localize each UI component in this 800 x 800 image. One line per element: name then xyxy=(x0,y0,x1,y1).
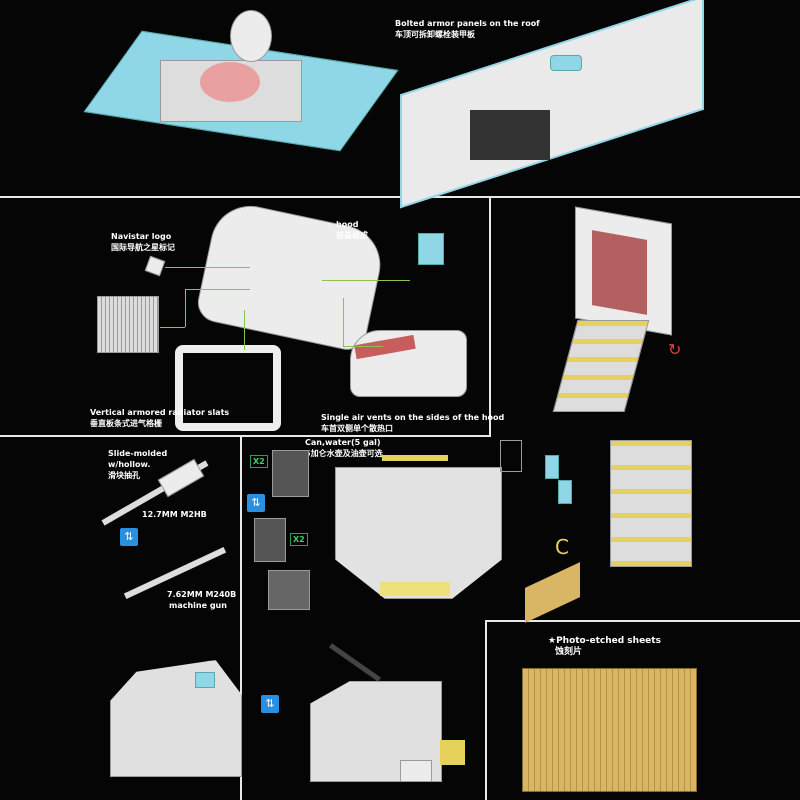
navistar-label-cn: 国际导航之星标记 xyxy=(111,243,175,252)
divider xyxy=(485,620,487,800)
roof-opening xyxy=(470,110,550,160)
fuel-cans xyxy=(254,518,286,562)
m2hb-receiver xyxy=(157,458,205,498)
mounted-gun xyxy=(328,643,382,682)
rear-wall-yellow-strip xyxy=(380,582,450,596)
photo-etch-sheet xyxy=(522,668,697,792)
roof-window xyxy=(550,55,582,71)
side-door-steps xyxy=(610,440,692,567)
leader-line xyxy=(343,298,344,346)
m240b-label-1: 7.62MM M240B xyxy=(167,590,237,599)
etched-plate xyxy=(525,562,580,623)
hook-part: C xyxy=(555,535,569,559)
leader-line xyxy=(165,267,250,268)
hood-label-en: hood xyxy=(336,220,359,229)
slide-molded-cn: 滑块抽孔 xyxy=(108,471,140,480)
radiator-grille xyxy=(97,296,159,353)
leader-line xyxy=(322,280,410,281)
top-mesh xyxy=(382,455,448,461)
rear-wall xyxy=(335,467,502,599)
swap-icon: ⇅ xyxy=(120,528,138,546)
cabin-window xyxy=(195,672,215,688)
photo-etch-title-cn: 蚀刻片 xyxy=(555,647,583,657)
roof-title-en: Bolted armor panels on the roof xyxy=(395,19,540,28)
leader-line xyxy=(244,310,245,350)
leader-line xyxy=(160,327,185,328)
divider xyxy=(489,196,491,436)
can-label-cn: 5加仑水壶及油壶可选 xyxy=(305,449,383,458)
can-rack xyxy=(268,570,310,610)
hatch-cover xyxy=(230,10,272,62)
mirror xyxy=(418,233,444,265)
leader-line xyxy=(343,346,383,347)
divider xyxy=(0,435,491,437)
ammo-rack xyxy=(440,740,465,765)
divider xyxy=(485,620,800,622)
m240b-label-2: machine gun xyxy=(169,601,227,610)
divider xyxy=(240,435,242,800)
hood-body xyxy=(194,198,388,354)
navistar-label-en: Navistar logo xyxy=(111,232,172,241)
leader-line xyxy=(185,289,250,290)
door-red-panel xyxy=(592,230,647,315)
vents-label-en: Single air vents on the sides of the hoo… xyxy=(321,413,505,422)
roof-title-cn: 车顶可拆卸螺栓装甲板 xyxy=(395,30,475,39)
rotate-arrow-icon: ↻ xyxy=(668,340,682,359)
leader-line xyxy=(185,289,186,327)
x2-badge: X2 xyxy=(250,455,268,468)
slats-label-cn: 垂直板条式进气格栅 xyxy=(90,419,162,428)
swap-icon: ⇅ xyxy=(247,494,265,512)
vents-label-cn: 车首双侧单个散热口 xyxy=(321,424,393,433)
slide-molded-en-1: Slide-molded xyxy=(108,449,168,458)
x2-badge: X2 xyxy=(290,533,308,546)
hood-label-cn: 前盖组成 xyxy=(336,231,368,240)
hatch-red xyxy=(200,62,260,102)
m2hb-label: 12.7MM M2HB xyxy=(142,510,207,519)
window-glass xyxy=(558,480,572,504)
navistar-logo-part xyxy=(144,255,166,277)
slats-label-en: Vertical armored radiator slats xyxy=(90,408,230,417)
window-glass xyxy=(545,455,559,479)
cabin-rear-view-1 xyxy=(110,660,242,777)
slide-molded-en-2: w/hollow. xyxy=(108,460,151,469)
grille-frame xyxy=(175,345,281,431)
water-cans xyxy=(272,450,309,497)
swap-icon: ⇅ xyxy=(261,695,279,713)
photo-etch-title-en: ★Photo-etched sheets xyxy=(548,636,661,646)
step-ladder xyxy=(552,320,650,412)
can-label-en: Can,water(5 gal) xyxy=(305,438,381,447)
window-frames xyxy=(500,440,522,472)
ammo-box xyxy=(400,760,432,782)
